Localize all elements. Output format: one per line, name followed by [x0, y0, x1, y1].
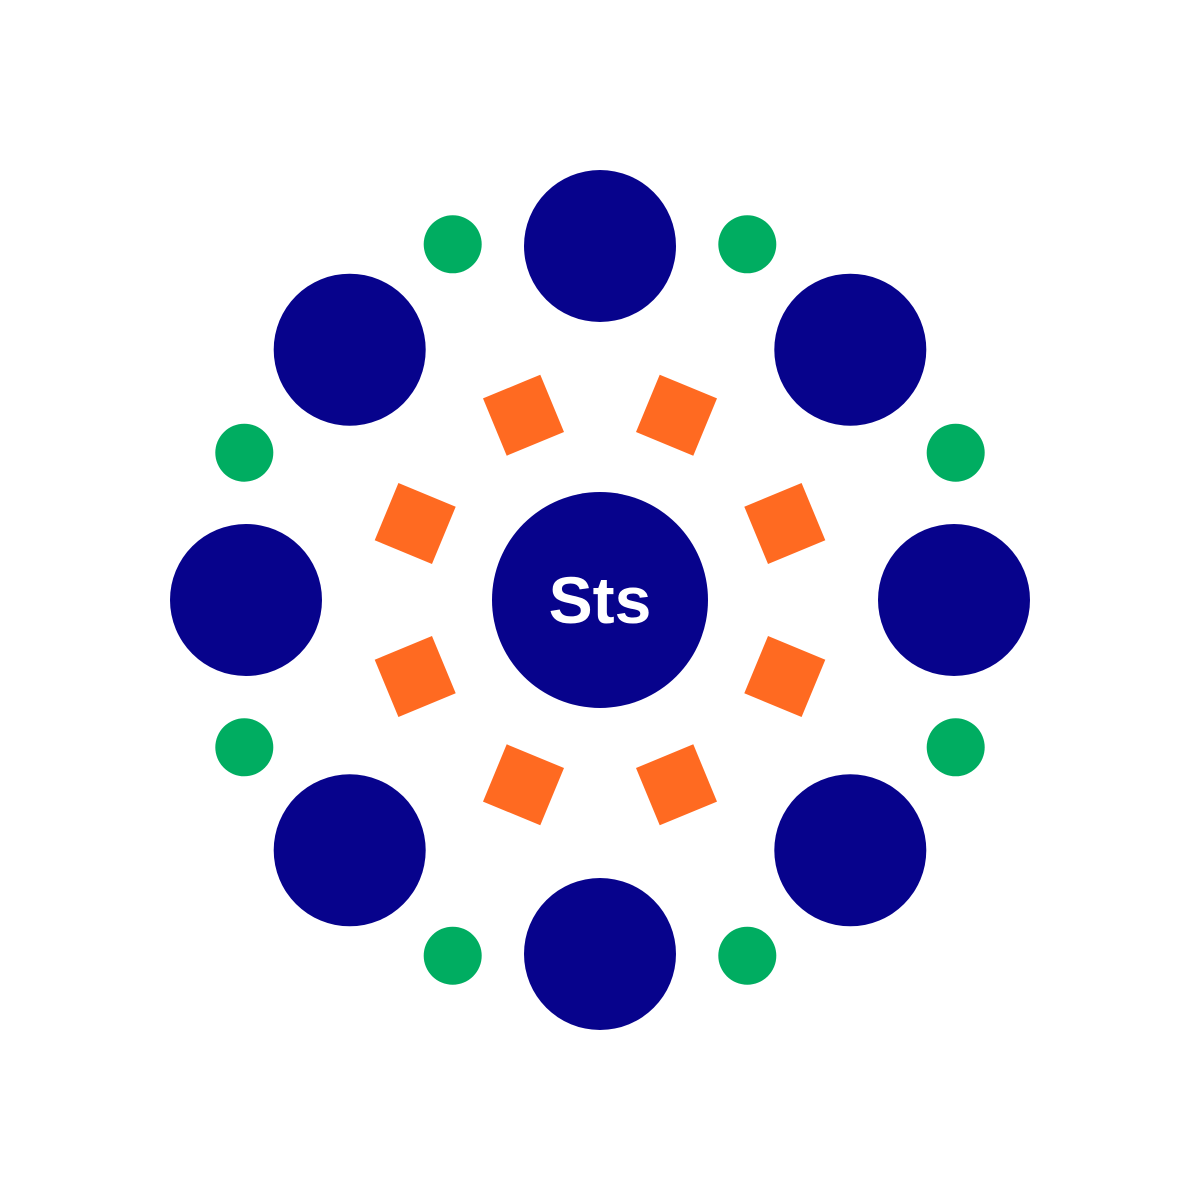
center-circle	[492, 492, 708, 708]
large-circle-ring	[170, 170, 1030, 1030]
green-dot	[215, 718, 274, 777]
green-dot	[215, 423, 274, 482]
green-dot	[718, 926, 777, 985]
orange-diamond	[482, 744, 565, 826]
orange-diamond	[744, 482, 826, 565]
orange-diamond	[635, 744, 718, 826]
green-dot	[926, 423, 985, 482]
green-dot	[926, 718, 985, 777]
large-circle	[273, 273, 426, 426]
large-circle	[524, 170, 676, 322]
orange-diamond	[744, 635, 826, 718]
center-label: Sts	[549, 563, 652, 637]
orange-diamond	[635, 374, 718, 456]
orange-diamond-ring	[374, 374, 826, 826]
large-circle	[878, 524, 1030, 676]
large-circle	[273, 774, 426, 927]
orange-diamond	[374, 635, 456, 718]
green-dot	[423, 926, 482, 985]
green-dot-ring	[215, 215, 985, 985]
large-circle	[170, 524, 322, 676]
large-circle	[524, 878, 676, 1030]
orange-diamond	[374, 482, 456, 565]
green-dot	[718, 215, 777, 274]
large-circle	[774, 774, 927, 927]
large-circle	[774, 273, 927, 426]
green-dot	[423, 215, 482, 274]
orange-diamond	[482, 374, 565, 456]
